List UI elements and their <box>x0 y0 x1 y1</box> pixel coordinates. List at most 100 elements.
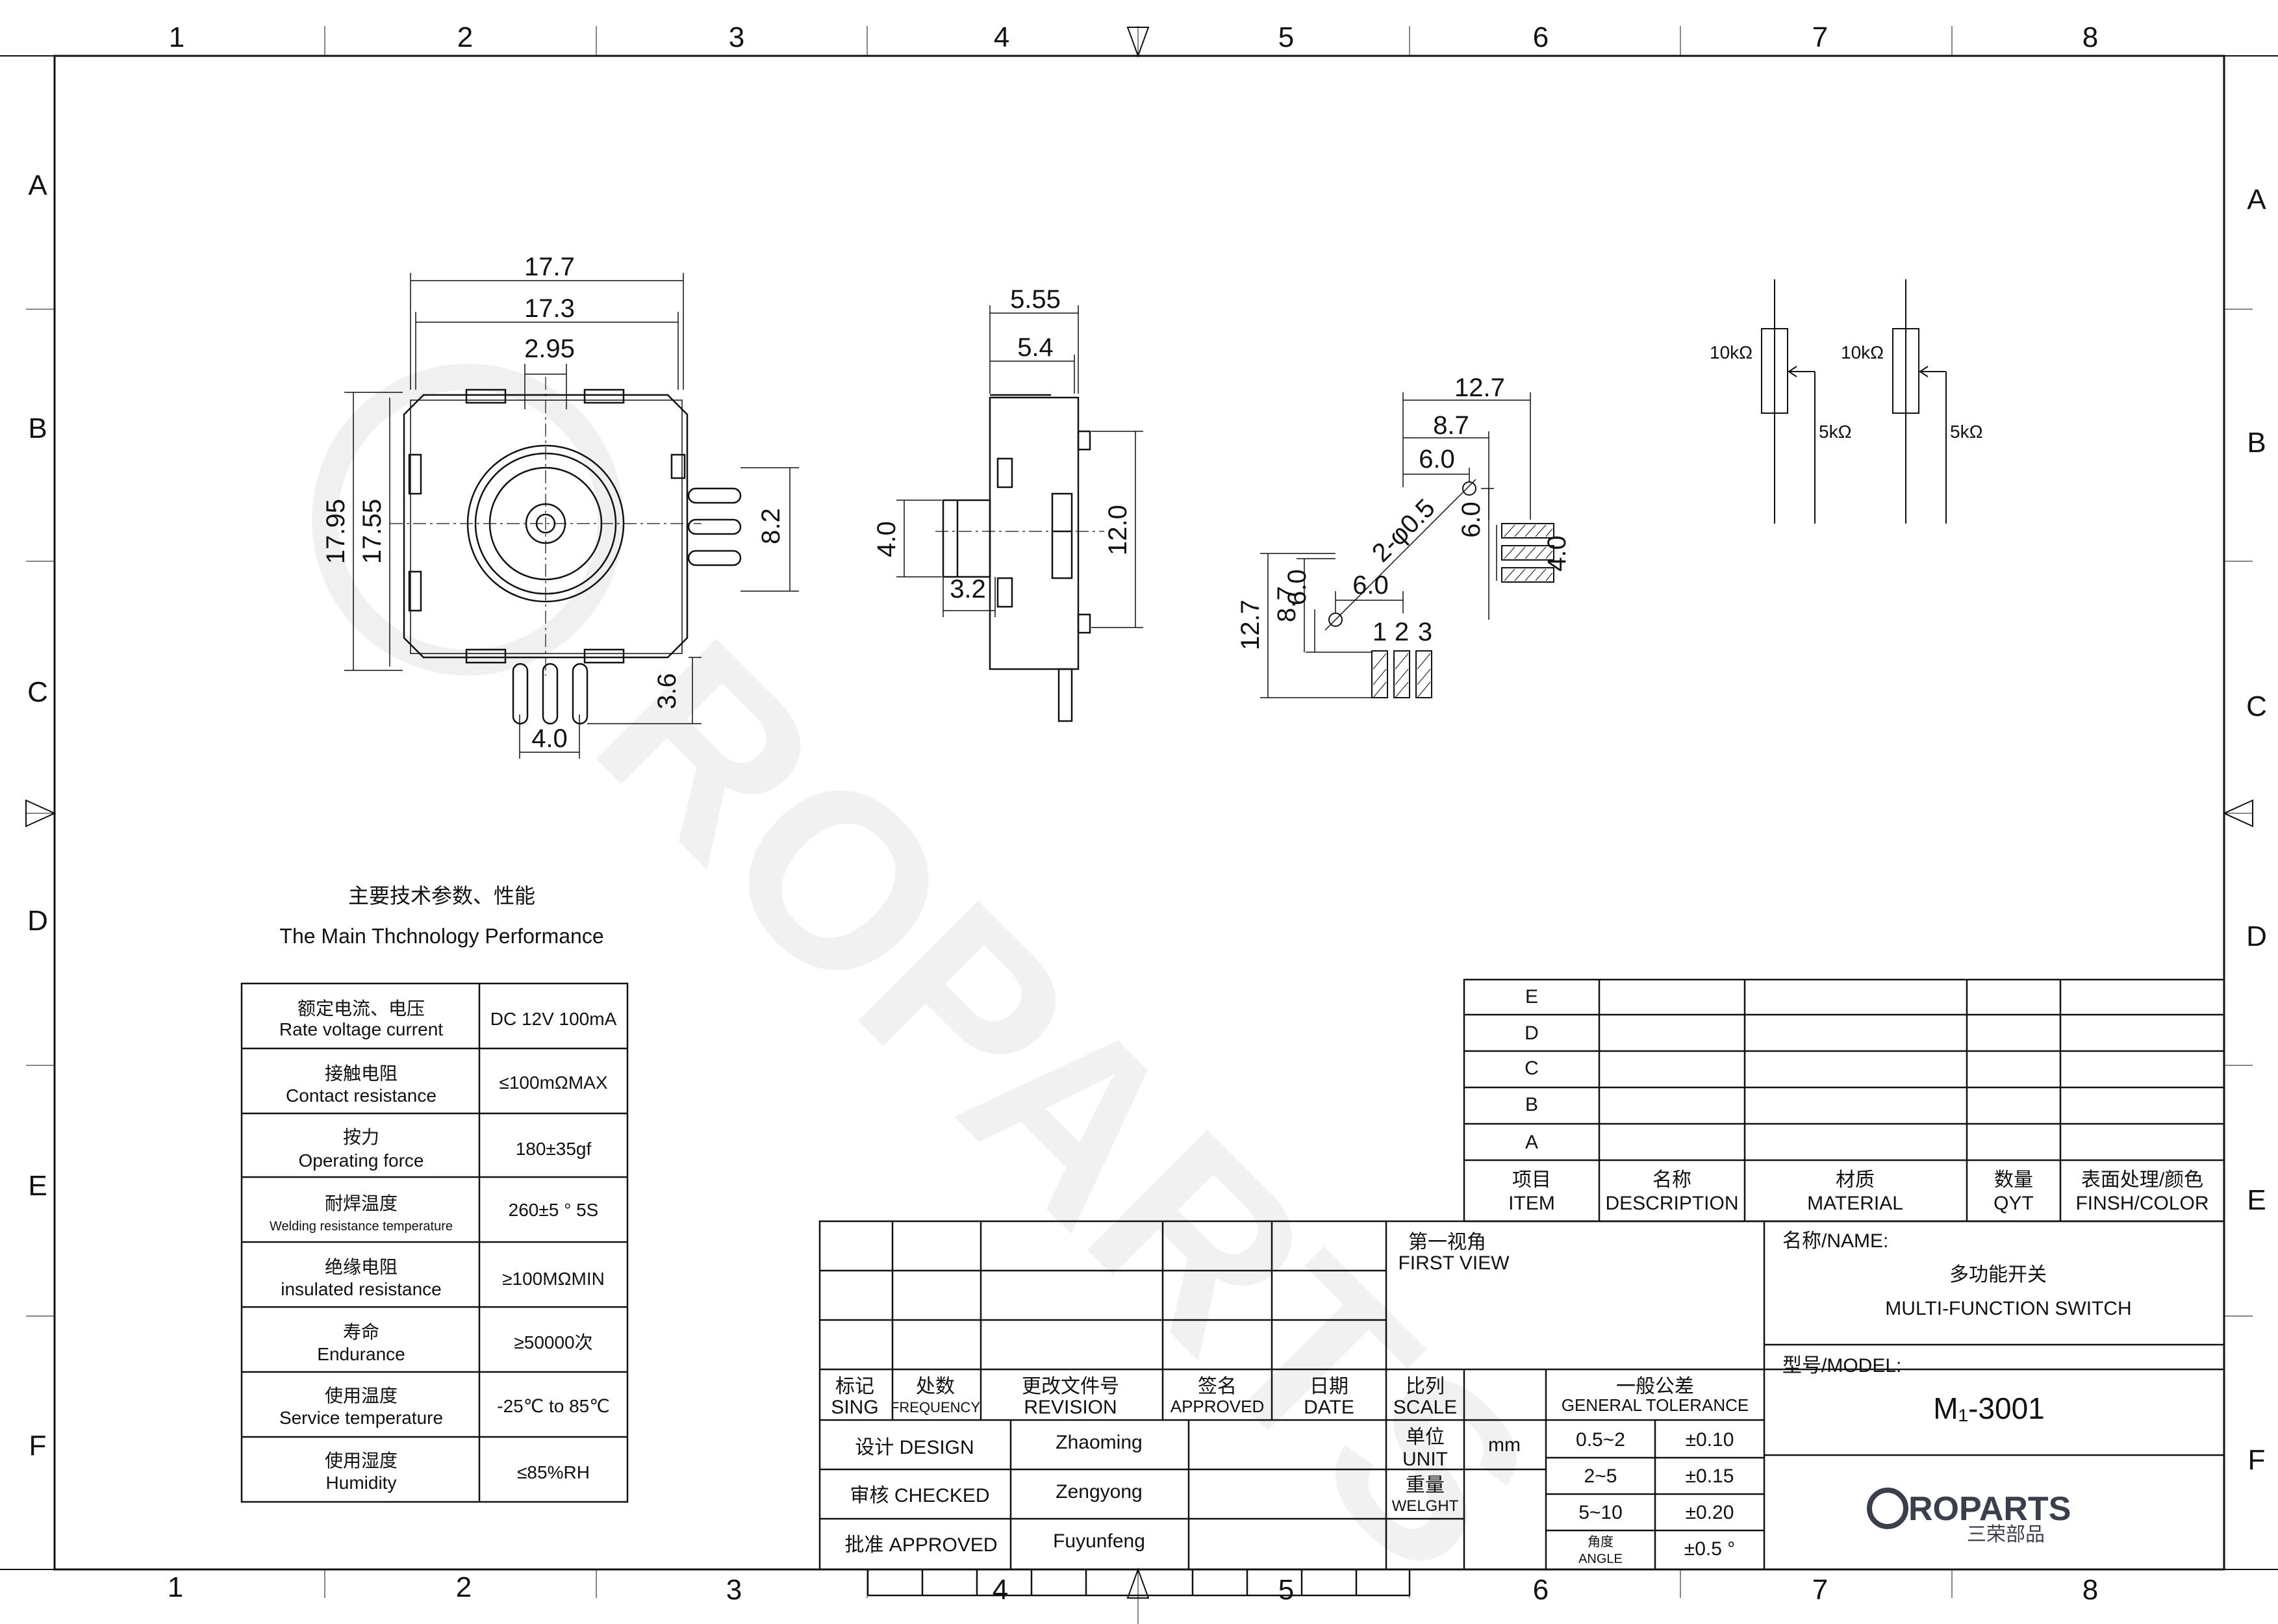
dim-front-height-outer: 17.95 <box>322 499 350 564</box>
side-view-drawing <box>935 394 1104 722</box>
schematic-labels: 10kΩ 5kΩ 10kΩ 5kΩ <box>1710 342 1983 442</box>
unit-cn: 单位 <box>1406 1427 1445 1448</box>
schematic-drawing <box>1761 279 1947 524</box>
spec-row-en: Endurance <box>317 1344 405 1364</box>
bom-header-cn: 名称 <box>1652 1169 1691 1191</box>
tol-value: ±0.10 <box>1686 1429 1734 1451</box>
rev-header-en: REVISION <box>1024 1397 1117 1418</box>
bom-row-label: C <box>1525 1058 1539 1079</box>
logo-mark-icon <box>1867 1488 1908 1529</box>
spec-row-cn: 接触电阻 <box>325 1063 398 1084</box>
checked-name: Zengyong <box>1056 1481 1142 1503</box>
tolerance-en: GENERAL TOLERANCE <box>1562 1395 1749 1415</box>
part-name-cn: 多功能开关 <box>1949 1264 2047 1286</box>
dim-shaft-gap: 2.95 <box>524 335 575 363</box>
rev-header-cn: 日期 <box>1310 1376 1348 1397</box>
front-view-dimensions <box>344 273 799 759</box>
bom-row-label: E <box>1525 986 1538 1008</box>
angle-cn: 角度 <box>1588 1534 1614 1549</box>
spec-title-en: The Main Thchnology Performance <box>279 924 603 948</box>
spec-title-cn: 主要技术参数、性能 <box>348 884 535 907</box>
spec-row-en: Operating force <box>299 1150 424 1171</box>
checked-label: 审核 CHECKED <box>850 1485 989 1506</box>
col-label: 6 <box>1533 21 1549 53</box>
row-label: D <box>27 905 48 937</box>
spec-table-text: 额定电流、电压 Rate voltage current DC 12V 100m… <box>270 998 617 1493</box>
row-label: F <box>2248 1444 2266 1476</box>
row-label: E <box>2247 1184 2266 1216</box>
tol-value: ±0.15 <box>1686 1465 1734 1487</box>
dim-pcb-pad: 4.0 <box>1543 535 1571 572</box>
angle-tol: ±0.5 ° <box>1684 1538 1736 1560</box>
view-en: FIRST VIEW <box>1398 1252 1510 1274</box>
col-label: 3 <box>726 1574 742 1606</box>
spec-row-cn: 使用湿度 <box>325 1451 398 1471</box>
row-label: B <box>28 412 47 444</box>
rev-header-en: FREQUENCY <box>891 1399 980 1415</box>
col-label: 5 <box>1278 1574 1294 1606</box>
dim-pcb-8-7-h: 8.7 <box>1433 411 1469 440</box>
row-label: F <box>29 1430 47 1462</box>
name-model-block: 名称/NAME: 多功能开关 MULTI-FUNCTION SWITCH 型号/… <box>1782 1230 2132 1425</box>
bom-header-en: FINSH/COLOR <box>2075 1193 2208 1214</box>
spec-row-value: ≥100MΩMIN <box>502 1269 605 1289</box>
side-view-dimensions <box>896 305 1143 628</box>
border-frame <box>0 26 2278 1624</box>
spec-title: 主要技术参数、性能 The Main Thchnology Performanc… <box>279 884 603 948</box>
spec-row-cn: 绝缘电阻 <box>325 1257 398 1277</box>
row-label: A <box>2247 184 2266 216</box>
dim-side-top-outer: 5.55 <box>1010 285 1061 314</box>
design-name: Zhaoming <box>1056 1432 1142 1453</box>
spec-row-cn: 寿命 <box>343 1322 379 1342</box>
rev-header-en: SING <box>831 1397 878 1418</box>
rev-header-en: DATE <box>1304 1397 1354 1418</box>
part-name-en: MULTI-FUNCTION SWITCH <box>1885 1298 2131 1319</box>
dim-pin-pitch: 4.0 <box>531 724 568 753</box>
spec-row-value: 180±35gf <box>516 1139 592 1159</box>
name-label: 名称/NAME: <box>1782 1230 1888 1252</box>
bom-header-en: DESCRIPTION <box>1605 1193 1738 1214</box>
unit-value: mm <box>1488 1434 1521 1456</box>
pcb-layout-hatching <box>1373 524 1553 698</box>
col-label: 2 <box>457 21 473 53</box>
dim-pcb-6-0-h: 6.0 <box>1419 445 1455 474</box>
front-view-dimension-text: 17.7 17.3 2.95 17.95 17.55 8.2 3.6 4.0 <box>322 253 785 753</box>
bom-row-label: B <box>1525 1094 1538 1115</box>
col-label: 6 <box>1533 1574 1549 1606</box>
bom-table-text: E D C B A 项目 ITEM 名称 DESCRIPTION 材质 MATE… <box>1508 986 2208 1214</box>
spec-row-en: Contact resistance <box>286 1085 437 1106</box>
spec-table <box>240 982 629 1503</box>
bom-header-en: QYT <box>1993 1193 2034 1214</box>
row-label: E <box>28 1170 47 1202</box>
bom-header-cn: 项目 <box>1512 1169 1551 1191</box>
col-label: 4 <box>993 1574 1008 1606</box>
bom-header-cn: 材质 <box>1836 1169 1875 1191</box>
spec-row-cn: 使用温度 <box>325 1386 398 1406</box>
col-label: 7 <box>1812 21 1828 53</box>
spec-row-en: Humidity <box>326 1473 397 1493</box>
rev-header-cn: 签名 <box>1198 1376 1237 1397</box>
dim-side-shaft: 4.0 <box>872 521 901 557</box>
dim-front-width-outer: 17.7 <box>524 253 575 281</box>
row-label: D <box>2246 920 2267 952</box>
side-view-dimension-text: 5.55 5.4 12.0 4.0 3.2 <box>872 285 1132 603</box>
resistor-1-wiper: 5kΩ <box>1819 422 1852 442</box>
col-label: 8 <box>2082 1574 2098 1606</box>
approved-name: Fuyunfeng <box>1053 1530 1145 1552</box>
rev-header-cn: 标记 <box>835 1376 874 1397</box>
dim-side-bottom: 3.2 <box>950 575 986 603</box>
approved-label: 批准 APPROVED <box>844 1534 997 1556</box>
angle-en: ANGLE <box>1578 1552 1623 1566</box>
title-block-text: 标记 SING 处数 FREQUENCY 更改文件号 REVISION 签名 A… <box>831 1232 1749 1566</box>
model-number: M₁-3001 <box>1933 1391 2045 1425</box>
weight-cn: 重量 <box>1406 1475 1445 1496</box>
spec-row-value: ≤100mΩMAX <box>499 1072 607 1093</box>
dim-pcb-8-7-v: 8.7 <box>1272 586 1301 622</box>
row-label: A <box>28 170 47 201</box>
col-label: 7 <box>1812 1574 1828 1606</box>
dim-pin-span: 8.2 <box>757 508 785 544</box>
bom-header-cn: 表面处理/颜色 <box>2081 1169 2203 1191</box>
bom-row-label: D <box>1525 1022 1539 1044</box>
col-label: 5 <box>1278 21 1294 53</box>
